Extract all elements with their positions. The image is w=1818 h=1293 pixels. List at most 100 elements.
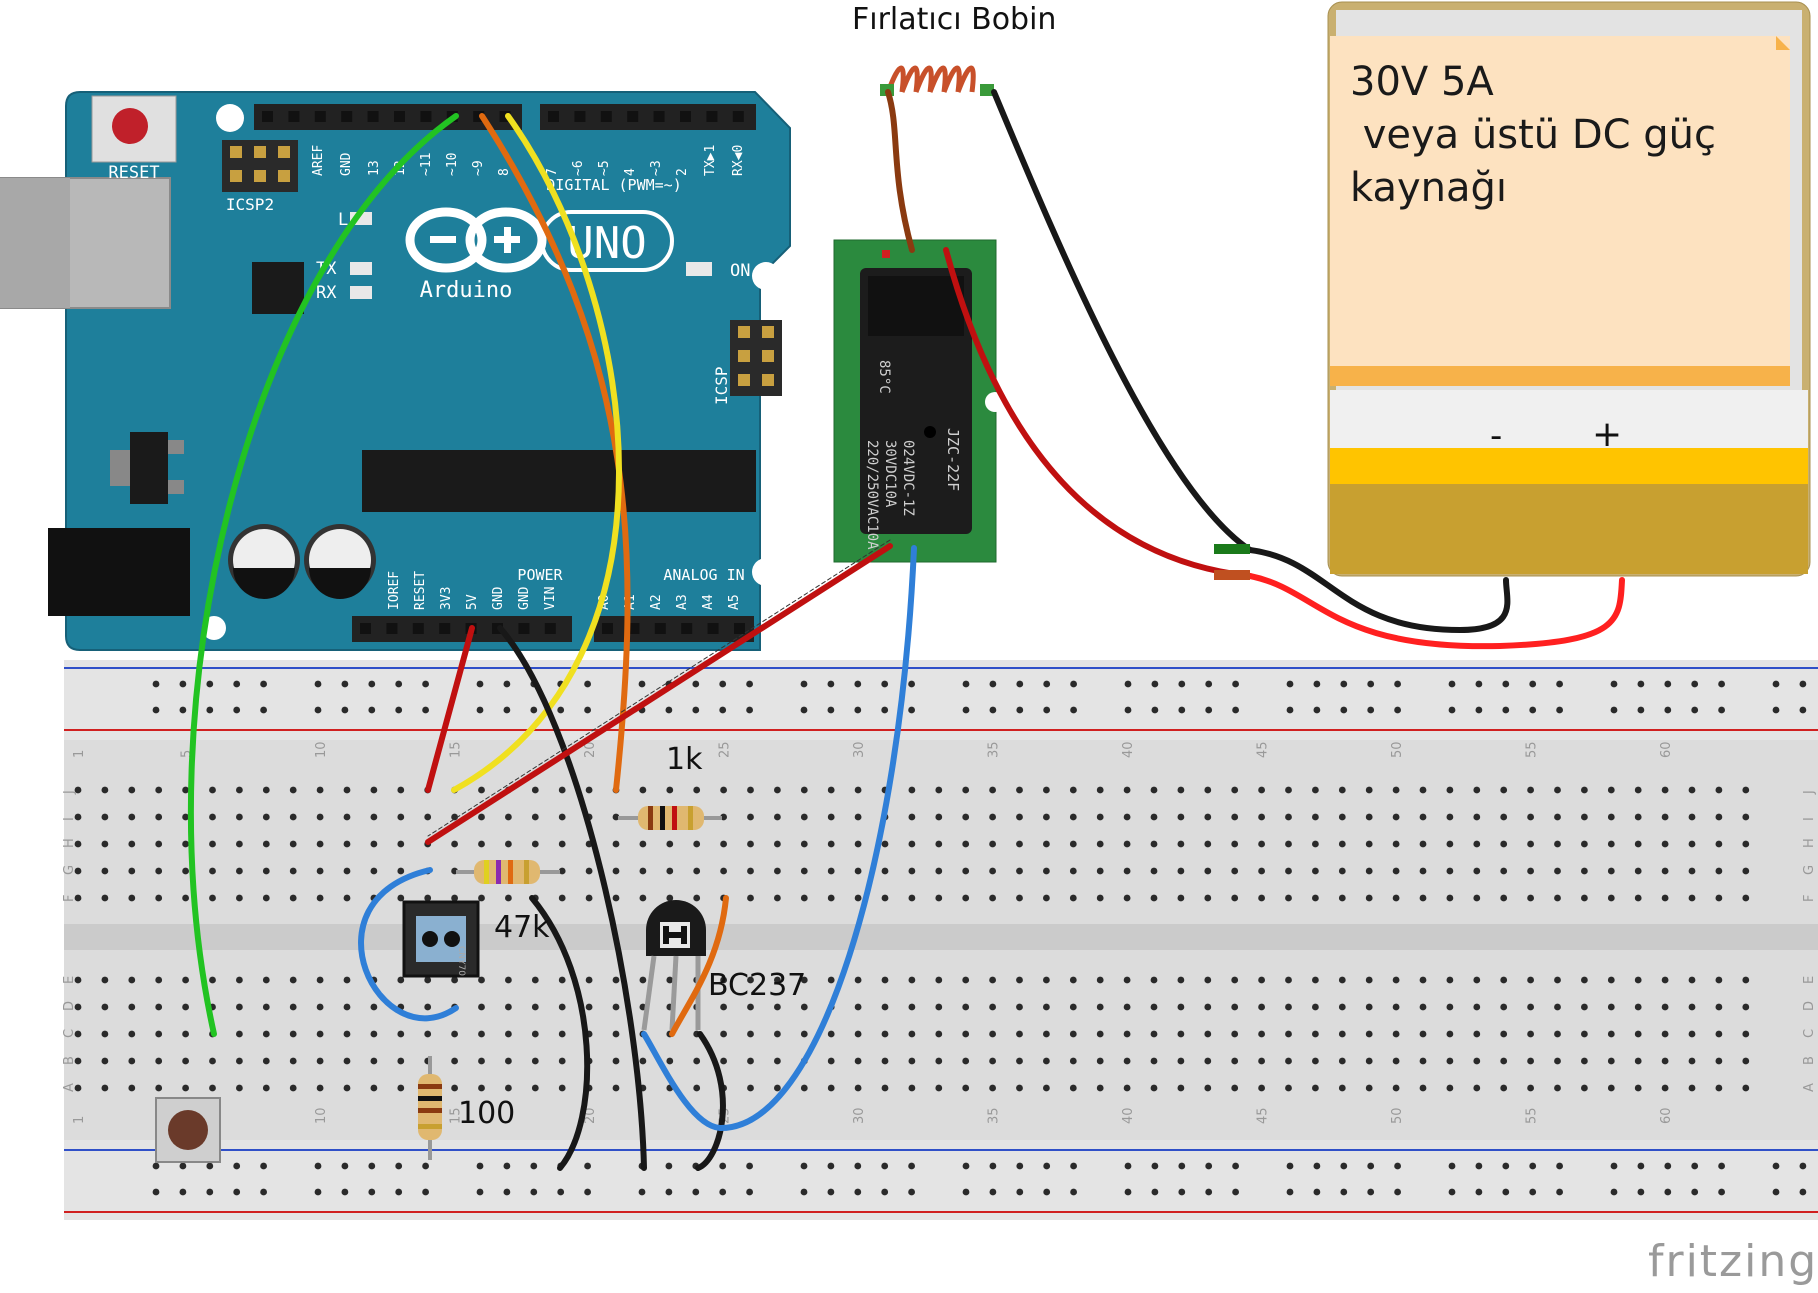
breadboard-hole[interactable] bbox=[343, 1003, 351, 1011]
breadboard-hole[interactable] bbox=[1204, 1057, 1212, 1065]
breadboard-hole[interactable] bbox=[1338, 813, 1346, 821]
breadboard-hole[interactable] bbox=[155, 1003, 163, 1011]
header-pin[interactable] bbox=[288, 111, 300, 122]
breadboard-hole[interactable] bbox=[1715, 976, 1723, 984]
breadboard-hole[interactable] bbox=[262, 813, 270, 821]
breadboard-hole[interactable] bbox=[1554, 894, 1561, 902]
breadboard-hole[interactable] bbox=[720, 840, 727, 848]
breadboard-hole[interactable] bbox=[505, 1084, 512, 1092]
breadboard-hole[interactable] bbox=[558, 813, 566, 821]
breadboard-hole[interactable] bbox=[962, 1057, 970, 1065]
breadboard-hole[interactable] bbox=[935, 894, 943, 902]
breadboard-hole[interactable] bbox=[1150, 1084, 1158, 1092]
breadboard-hole[interactable] bbox=[1688, 976, 1696, 984]
breadboard-hole[interactable] bbox=[343, 867, 351, 875]
breadboard-hole[interactable] bbox=[1069, 1057, 1077, 1065]
breadboard-hole[interactable] bbox=[1688, 1084, 1696, 1092]
rail-hole[interactable] bbox=[1016, 680, 1024, 688]
breadboard-hole[interactable] bbox=[1231, 1003, 1239, 1011]
breadboard-hole[interactable] bbox=[1607, 1030, 1615, 1038]
breadboard-hole[interactable] bbox=[1231, 976, 1239, 984]
breadboard-hole[interactable] bbox=[155, 976, 163, 984]
breadboard-hole[interactable] bbox=[1554, 1057, 1561, 1065]
breadboard-hole[interactable] bbox=[1742, 1084, 1750, 1092]
breadboard-hole[interactable] bbox=[128, 1003, 136, 1011]
rail-hole[interactable] bbox=[233, 706, 241, 714]
breadboard-hole[interactable] bbox=[1500, 813, 1508, 821]
breadboard-hole[interactable] bbox=[1204, 1084, 1212, 1092]
icsp2-pin[interactable] bbox=[278, 170, 290, 182]
rail-hole[interactable] bbox=[692, 706, 700, 714]
rail-hole[interactable] bbox=[1313, 680, 1321, 688]
rail-hole[interactable] bbox=[152, 680, 160, 688]
breadboard-hole[interactable] bbox=[209, 1057, 216, 1065]
rail-hole[interactable] bbox=[368, 1188, 376, 1196]
breadboard-hole[interactable] bbox=[1473, 976, 1481, 984]
breadboard-hole[interactable] bbox=[1123, 1030, 1131, 1038]
breadboard-hole[interactable] bbox=[182, 1057, 190, 1065]
breadboard-hole[interactable] bbox=[558, 976, 566, 984]
breadboard-hole[interactable] bbox=[343, 894, 351, 902]
breadboard-hole[interactable] bbox=[1554, 1003, 1561, 1011]
rail-hole[interactable] bbox=[1529, 680, 1537, 688]
breadboard-hole[interactable] bbox=[397, 976, 405, 984]
breadboard-hole[interactable] bbox=[800, 813, 808, 821]
icsp2-pin[interactable] bbox=[230, 146, 242, 158]
breadboard-hole[interactable] bbox=[316, 976, 324, 984]
breadboard-hole[interactable] bbox=[370, 1084, 378, 1092]
breadboard-hole[interactable] bbox=[236, 1030, 243, 1038]
breadboard-hole[interactable] bbox=[128, 894, 136, 902]
breadboard-hole[interactable] bbox=[101, 1030, 109, 1038]
rail-hole[interactable] bbox=[1340, 1162, 1348, 1170]
rail-hole[interactable] bbox=[1151, 706, 1159, 714]
breadboard-hole[interactable] bbox=[262, 1084, 270, 1092]
rail-hole[interactable] bbox=[1799, 680, 1807, 688]
breadboard-hole[interactable] bbox=[1392, 786, 1400, 794]
rail-hole[interactable] bbox=[1043, 706, 1051, 714]
breadboard-hole[interactable] bbox=[505, 1057, 512, 1065]
rail-hole[interactable] bbox=[1502, 1188, 1510, 1196]
breadboard-hole[interactable] bbox=[854, 867, 862, 875]
breadboard-hole[interactable] bbox=[1177, 840, 1185, 848]
breadboard-hole[interactable] bbox=[1500, 1084, 1508, 1092]
breadboard-hole[interactable] bbox=[397, 813, 405, 821]
breadboard-hole[interactable] bbox=[774, 786, 781, 794]
breadboard-hole[interactable] bbox=[854, 1057, 862, 1065]
header-pin[interactable] bbox=[544, 623, 556, 634]
breadboard-hole[interactable] bbox=[505, 1003, 512, 1011]
rail-hole[interactable] bbox=[503, 1188, 511, 1196]
breadboard-hole[interactable] bbox=[451, 1057, 458, 1065]
rail-hole[interactable] bbox=[1772, 1188, 1780, 1196]
icsp-pin[interactable] bbox=[738, 350, 750, 362]
rail-hole[interactable] bbox=[152, 1188, 160, 1196]
breadboard-hole[interactable] bbox=[209, 867, 216, 875]
breadboard-hole[interactable] bbox=[1634, 1084, 1642, 1092]
header-pin[interactable] bbox=[706, 111, 718, 122]
breadboard-hole[interactable] bbox=[1177, 1030, 1185, 1038]
breadboard-hole[interactable] bbox=[800, 1003, 808, 1011]
breadboard-hole[interactable] bbox=[1634, 894, 1642, 902]
rail-hole[interactable] bbox=[1556, 706, 1563, 714]
rail-hole[interactable] bbox=[1124, 706, 1132, 714]
rail-hole[interactable] bbox=[638, 1188, 646, 1196]
breadboard-hole[interactable] bbox=[1312, 1084, 1319, 1092]
breadboard-hole[interactable] bbox=[1500, 894, 1508, 902]
breadboard-hole[interactable] bbox=[1500, 976, 1508, 984]
breadboard-hole[interactable] bbox=[478, 840, 485, 848]
breadboard-hole[interactable] bbox=[854, 1030, 862, 1038]
breadboard-hole[interactable] bbox=[1043, 867, 1050, 875]
rail-hole[interactable] bbox=[989, 706, 997, 714]
breadboard-hole[interactable] bbox=[962, 867, 970, 875]
header-pin[interactable] bbox=[367, 111, 379, 122]
breadboard-hole[interactable] bbox=[316, 813, 324, 821]
icsp-pin[interactable] bbox=[762, 326, 774, 338]
breadboard-hole[interactable] bbox=[182, 894, 190, 902]
breadboard-hole[interactable] bbox=[1500, 867, 1508, 875]
breadboard-hole[interactable] bbox=[774, 894, 781, 902]
breadboard-hole[interactable] bbox=[451, 1084, 458, 1092]
breadboard-hole[interactable] bbox=[370, 1057, 378, 1065]
rail-hole[interactable] bbox=[881, 1188, 889, 1196]
breadboard-hole[interactable] bbox=[531, 1003, 539, 1011]
breadboard-hole[interactable] bbox=[1392, 894, 1400, 902]
breadboard-hole[interactable] bbox=[558, 894, 566, 902]
